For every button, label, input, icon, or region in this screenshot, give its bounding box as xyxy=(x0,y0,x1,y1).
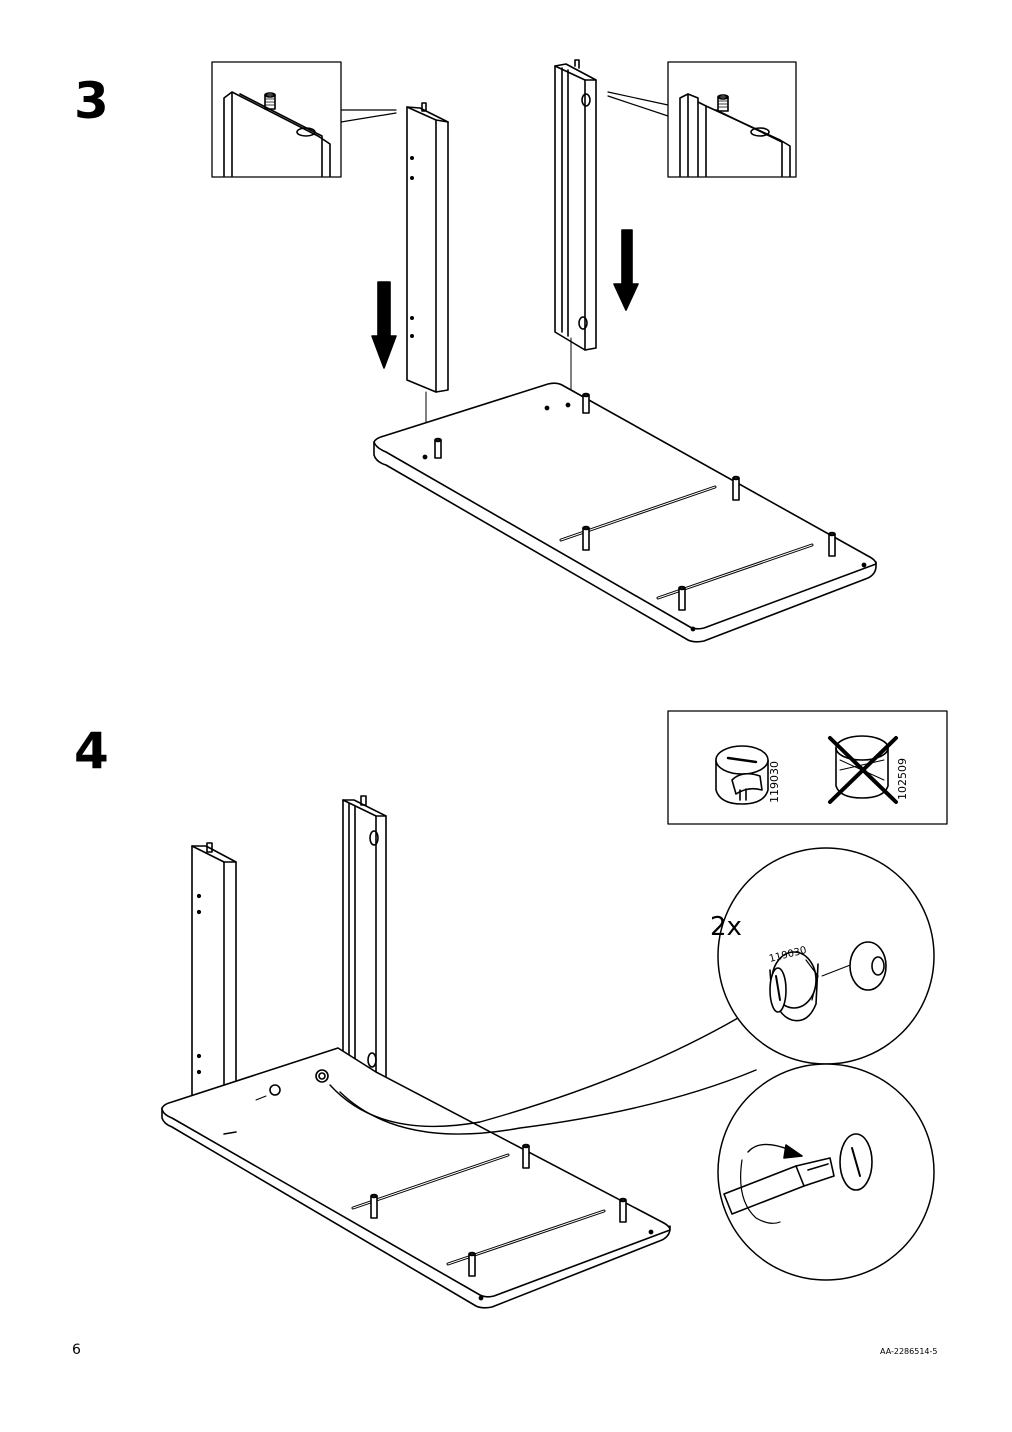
cam-lock-icon xyxy=(315,1069,329,1083)
back-panel-right xyxy=(342,795,387,1087)
dowel xyxy=(678,585,686,611)
step-3-illustration xyxy=(211,59,877,643)
side-panel-left xyxy=(406,102,449,459)
page-number: 6 xyxy=(72,1342,81,1358)
dowel xyxy=(732,475,740,501)
callout-detail-cam-insert xyxy=(717,847,935,1065)
back-panel-right xyxy=(554,59,597,409)
base-board xyxy=(161,1047,671,1309)
callout-detail-tighten xyxy=(717,1063,935,1281)
dowel xyxy=(434,437,442,459)
base-board xyxy=(373,382,877,643)
dowel xyxy=(582,525,590,551)
step-number: 4 xyxy=(74,722,109,780)
cam-lock-icon xyxy=(769,951,819,1022)
quantity-label: 2x xyxy=(710,912,742,942)
dowel xyxy=(468,1251,476,1277)
dowel xyxy=(522,1143,530,1169)
step-4-illustration xyxy=(161,710,948,1309)
parts-code-label: 119030 xyxy=(768,761,781,803)
parts-code-label: 102509 xyxy=(896,758,909,800)
parts-box xyxy=(667,710,948,825)
arrow-down-icon xyxy=(613,229,639,311)
detail-inset-left xyxy=(211,61,397,178)
dowel xyxy=(619,1197,627,1223)
screwdriver-icon xyxy=(723,1157,835,1215)
wrong-mark-icon xyxy=(828,736,898,804)
detail-inset-right xyxy=(607,61,797,178)
step-number: 3 xyxy=(74,72,109,130)
dowel xyxy=(828,531,836,557)
dowel xyxy=(370,1193,378,1219)
document-code: AA-2286514-5 xyxy=(880,1347,938,1356)
cam-lock-icon xyxy=(255,1084,281,1101)
cam-lock-icon xyxy=(715,745,769,805)
dowel xyxy=(582,392,590,414)
arrow-down-icon xyxy=(371,281,397,369)
